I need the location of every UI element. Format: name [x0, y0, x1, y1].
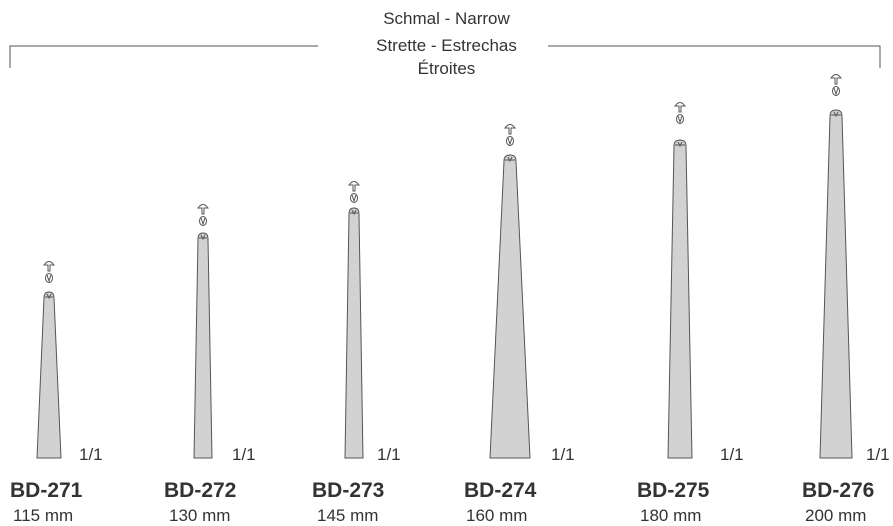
- instrument-body: [36, 291, 62, 459]
- instrument-tip: [199, 234, 207, 241]
- scale-label-bd-273: 1/1: [377, 445, 401, 464]
- scale-label-bd-276: 1/1: [866, 445, 890, 464]
- product-code-bd-272: BD-272: [164, 479, 237, 502]
- tip-detail-icon: [348, 181, 360, 203]
- instrument-tip: [45, 293, 53, 300]
- product-code-bd-271: BD-271: [10, 479, 83, 502]
- instrument-body: [344, 207, 364, 459]
- product-code-bd-275: BD-275: [637, 479, 710, 502]
- instrument-bd-275: [667, 102, 693, 459]
- instrument-body: [489, 154, 531, 459]
- product-length-bd-275: 180 mm: [640, 506, 702, 525]
- instrument-tip: [831, 111, 841, 118]
- tip-detail-icon: [43, 261, 55, 283]
- scale-label-bd-275: 1/1: [720, 445, 744, 464]
- instrument-tip: [505, 156, 515, 163]
- header-line-2: Strette - Estrechas: [376, 36, 517, 55]
- header-line-1: Schmal - Narrow: [383, 9, 510, 28]
- instrument-body: [193, 232, 213, 459]
- product-length-bd-274: 160 mm: [466, 506, 528, 525]
- tip-detail-icon: [674, 102, 686, 124]
- instrument-body: [667, 139, 693, 459]
- instrument-tip: [350, 209, 358, 216]
- tip-detail-icon: [504, 124, 516, 146]
- product-length-bd-273: 145 mm: [317, 506, 379, 525]
- header-line-3: Étroites: [417, 59, 476, 78]
- scale-label-bd-272: 1/1: [232, 445, 256, 464]
- instrument-bd-273: [344, 181, 364, 459]
- product-code-bd-274: BD-274: [464, 479, 537, 502]
- instrument-bd-272: [193, 204, 213, 459]
- tip-detail-icon: [830, 74, 842, 96]
- product-length-bd-272: 130 mm: [169, 506, 231, 525]
- instrument-tip: [675, 141, 685, 148]
- product-code-bd-273: BD-273: [312, 479, 385, 502]
- product-length-bd-276: 200 mm: [805, 506, 867, 525]
- product-length-bd-271: 115 mm: [13, 506, 74, 525]
- scale-label-bd-274: 1/1: [551, 445, 575, 464]
- product-code-bd-276: BD-276: [802, 479, 875, 502]
- scale-label-bd-271: 1/1: [79, 445, 103, 464]
- instrument-bd-274: [489, 124, 531, 459]
- instrument-body: [819, 109, 853, 459]
- instrument-bd-271: [36, 261, 62, 459]
- tip-detail-icon: [197, 204, 209, 226]
- instrument-bd-276: [819, 74, 853, 459]
